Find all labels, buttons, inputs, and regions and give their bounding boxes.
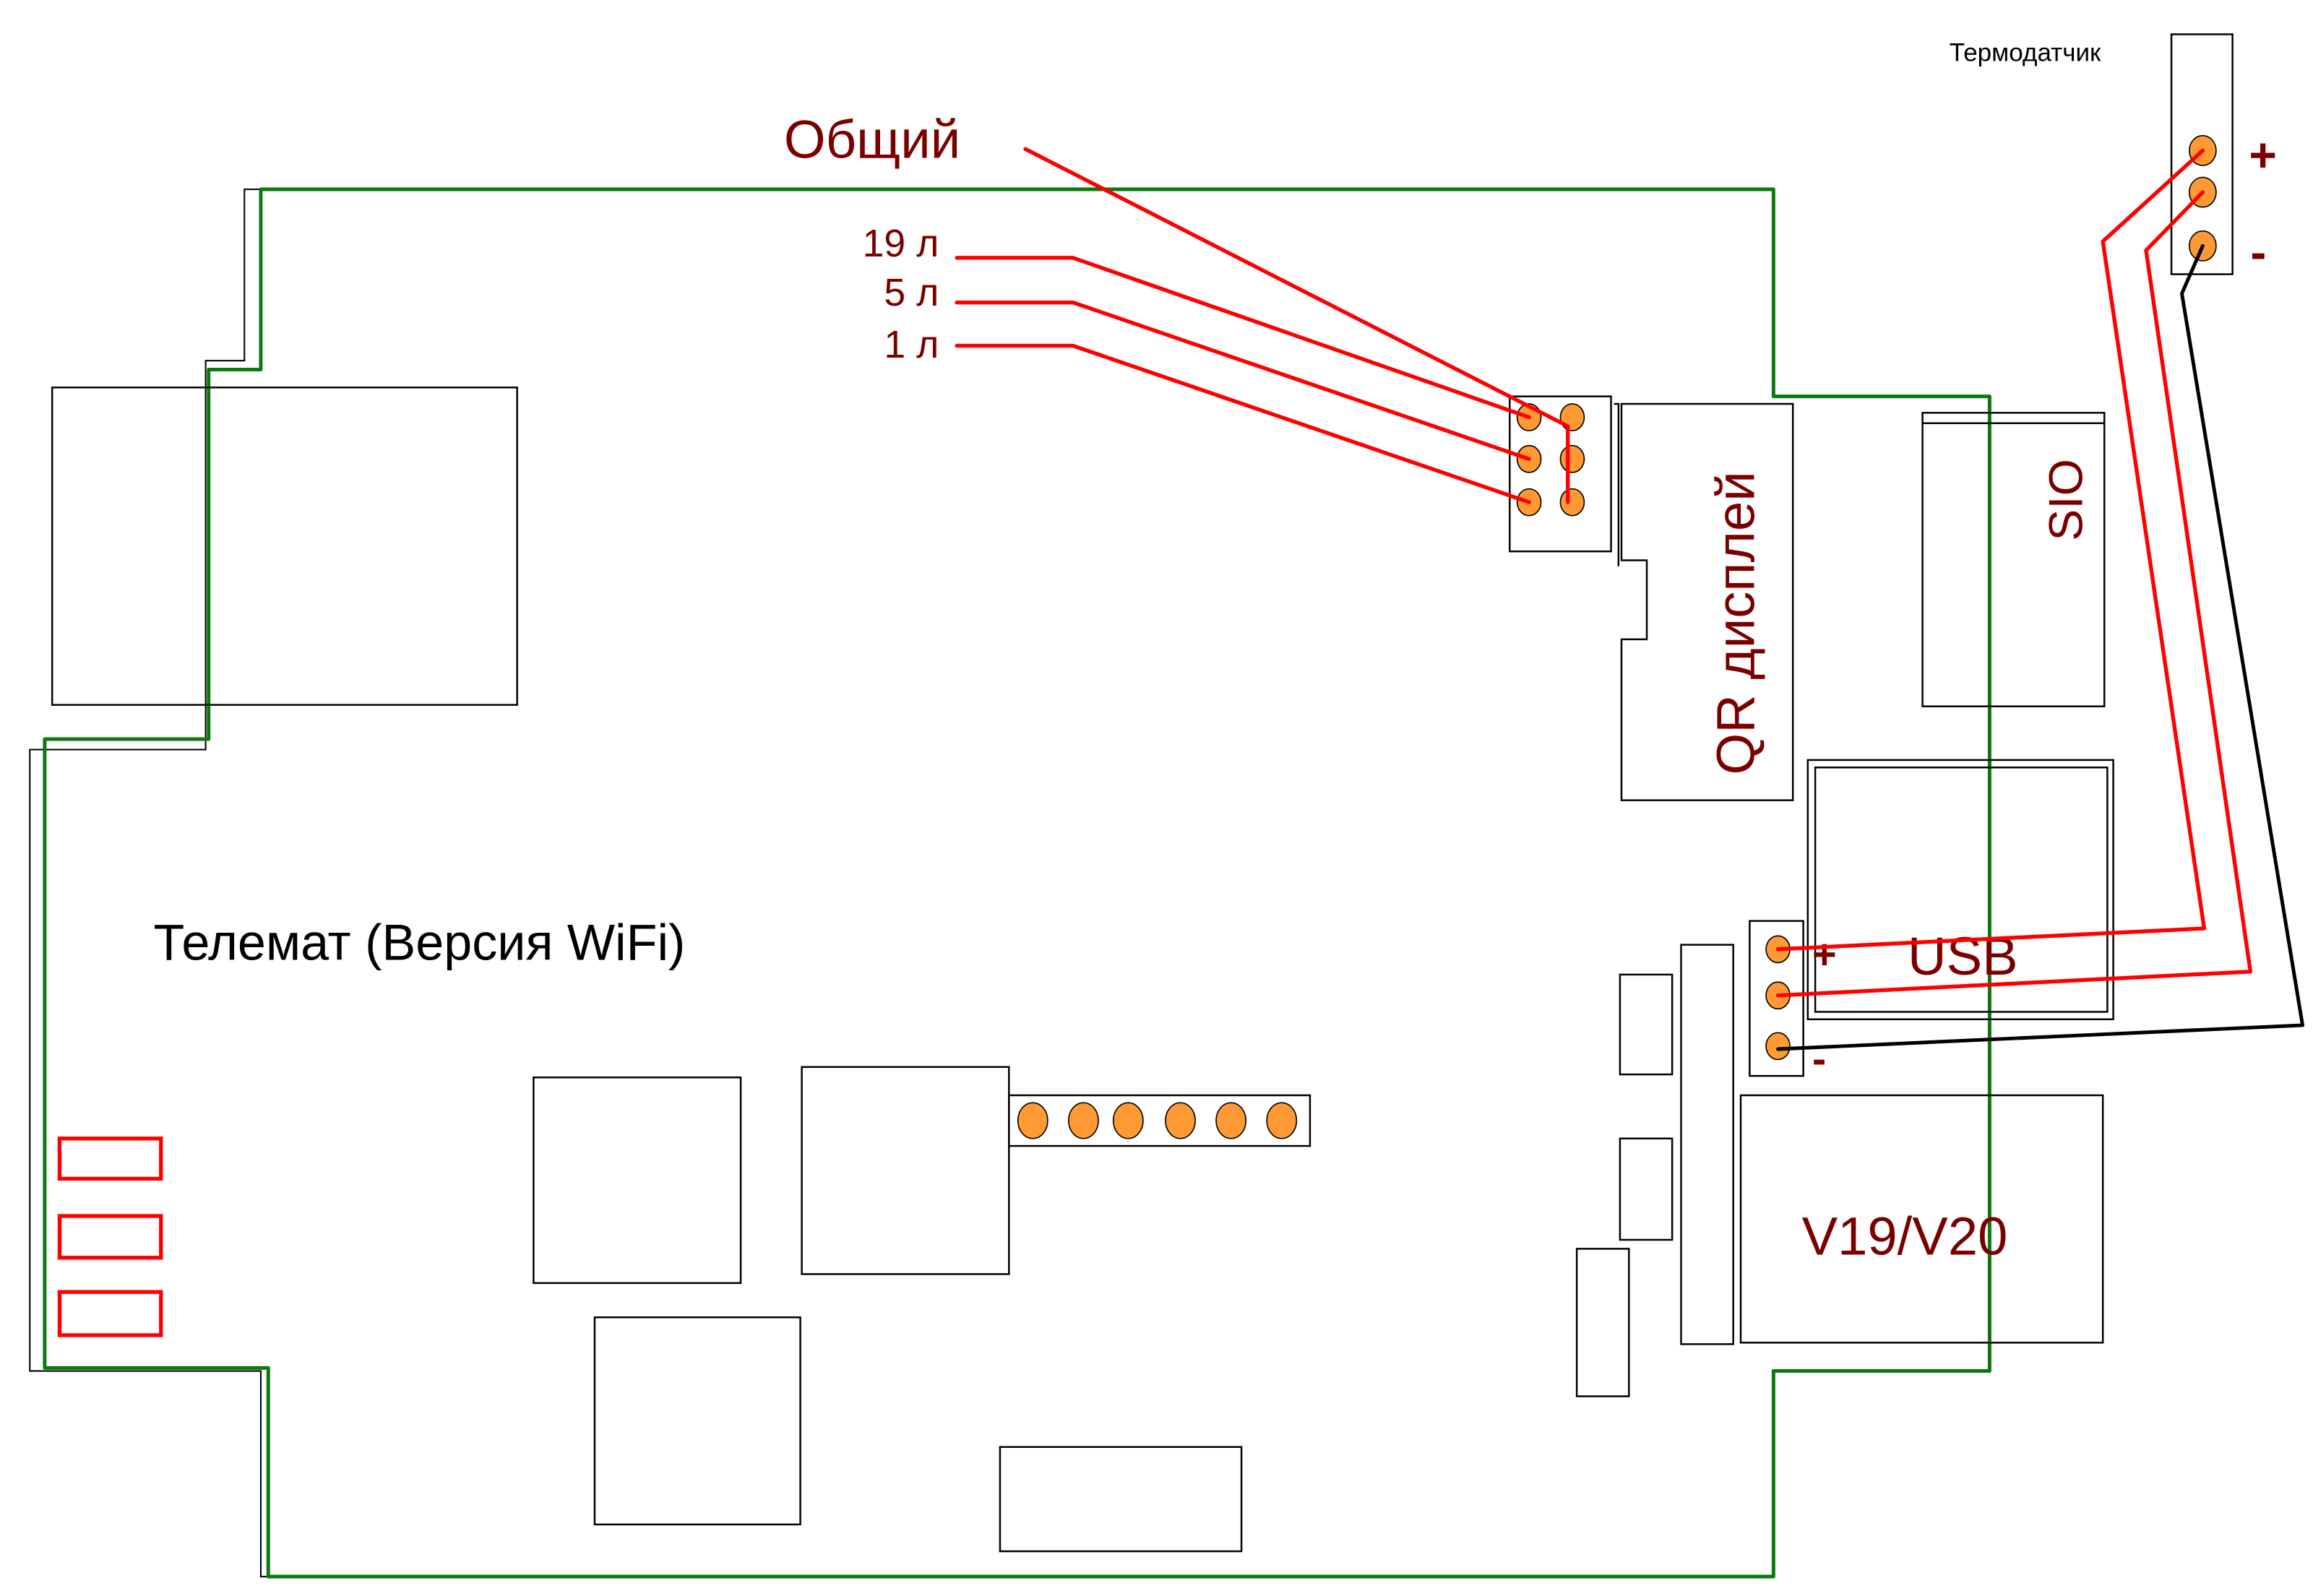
sensor-plus-label: + <box>2249 128 2277 181</box>
component-tall-strip <box>1680 944 1734 1345</box>
usb-pin-header <box>1749 920 1804 1077</box>
sensor-label: Термодатчик <box>1950 39 2101 67</box>
led-indicator <box>57 1136 163 1181</box>
component-small-2 <box>1619 1137 1674 1241</box>
v19-v20-label: V19/V20 <box>1802 1207 2008 1267</box>
wire-common <box>1023 147 1570 504</box>
component-small-1 <box>1619 973 1674 1076</box>
sensor-minus-label: - <box>2250 225 2266 278</box>
component-chip-2 <box>801 1066 1010 1275</box>
header-pin <box>1215 1102 1247 1139</box>
six-pin-header <box>1008 1094 1311 1147</box>
usb-plus-label: + <box>1812 932 1837 978</box>
component-chip-1 <box>533 1076 742 1285</box>
component-chip-4 <box>999 1446 1243 1553</box>
qr-display-component <box>1620 402 1794 801</box>
board-outline-green <box>43 187 1991 1579</box>
header-pin <box>1017 1102 1048 1139</box>
usb-label: USB <box>1908 926 2018 986</box>
v19-v20-component <box>1739 1094 2104 1344</box>
component-qr-side <box>1614 402 1620 566</box>
board-title: Телемат (Версия WiFi) <box>153 914 685 970</box>
component-left-large <box>51 387 518 706</box>
flow-pin <box>1559 403 1585 431</box>
usb-component-outer <box>1806 759 2114 1021</box>
usb-pin-minus <box>1765 1032 1791 1061</box>
sensor-connector <box>2170 33 2234 275</box>
led-indicator <box>57 1290 163 1337</box>
wire-19 <box>955 256 1531 420</box>
qr-display-label: QR дисплей <box>1706 471 1766 775</box>
flow-label-1: 1 л <box>884 323 939 366</box>
header-pin <box>1067 1102 1099 1139</box>
header-pin <box>1112 1102 1144 1139</box>
usb-minus-label: - <box>1812 1036 1826 1082</box>
led-indicator <box>57 1214 163 1260</box>
component-small-3 <box>1575 1248 1630 1397</box>
sio-component <box>1921 412 2106 707</box>
board-outline-black <box>29 188 1991 1578</box>
component-chip-3 <box>593 1316 801 1526</box>
sio-label: SIO <box>2038 459 2092 541</box>
wire-1 <box>955 343 1531 504</box>
common-label: Общий <box>784 110 960 170</box>
usb-component-inner <box>1814 766 2109 1013</box>
wire-sensor-plus <box>1775 148 2207 952</box>
header-pin <box>1266 1102 1298 1139</box>
flow-label-19: 19 л <box>863 222 939 265</box>
wire-sensor-minus <box>1776 243 2305 1051</box>
flow-pin <box>1559 444 1585 473</box>
header-pin <box>1165 1102 1196 1139</box>
flow-connector <box>1509 395 1612 553</box>
flow-label-5: 5 л <box>884 271 939 314</box>
wire-5 <box>955 301 1531 461</box>
flow-pin <box>1559 488 1585 517</box>
wire-sensor-signal <box>1775 190 2253 998</box>
